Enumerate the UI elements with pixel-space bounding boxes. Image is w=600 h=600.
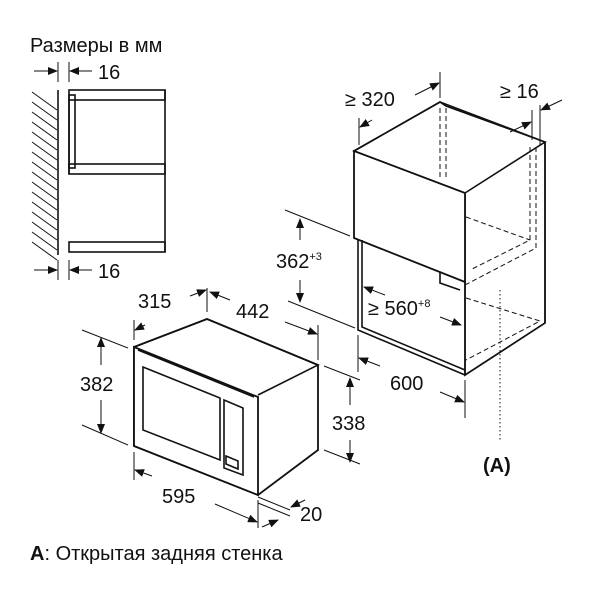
display xyxy=(225,454,239,471)
hatch-line xyxy=(31,221,58,241)
gap-bottom-label: 16 xyxy=(98,261,120,283)
diagram-title: Размеры в мм xyxy=(30,35,162,57)
body-height-label: 338 xyxy=(332,413,365,435)
hatch-line xyxy=(31,131,58,151)
niche-height-label: 362+3 xyxy=(276,251,322,273)
microwave: 315 442 382 338 595 20 xyxy=(80,288,365,528)
hatch-line xyxy=(31,141,58,161)
microwave-front xyxy=(133,345,259,497)
depth-label: 315 xyxy=(138,291,171,313)
depth-total-label: 442 xyxy=(236,301,269,323)
width-label: 595 xyxy=(162,486,195,508)
niche-width-label: ≥ 560+8 xyxy=(368,298,430,320)
hatch-line xyxy=(31,101,58,121)
wall-hatch xyxy=(31,90,59,261)
dimension-bottom: 16 xyxy=(34,260,120,283)
hatch-line xyxy=(31,231,58,251)
open-back-marker: (A) xyxy=(483,455,511,477)
hatch-line xyxy=(31,121,58,141)
hatch-line xyxy=(31,241,58,261)
cabinet-front-panel xyxy=(353,149,466,284)
hatch-line xyxy=(31,161,58,181)
cabinet-section xyxy=(68,89,166,253)
dimension-top: 16 xyxy=(34,62,120,84)
hatch-line xyxy=(31,111,58,131)
front-thickness-label: 20 xyxy=(300,504,322,526)
legend: A: Открытая задняя стенка xyxy=(30,543,283,565)
hatch-line xyxy=(31,191,58,211)
hatch-line xyxy=(31,151,58,171)
microwave-window xyxy=(142,365,221,462)
height-label: 382 xyxy=(80,374,113,396)
cabinet-width-label: 600 xyxy=(390,373,423,395)
cabinet: ≥ 320 ≥ 16 362+3 ≥ 560+8 600 (A) xyxy=(276,72,563,477)
hatch-line xyxy=(31,171,58,191)
min-depth-label: ≥ 320 xyxy=(345,89,395,111)
min-side-label: ≥ 16 xyxy=(500,81,539,103)
hatch-line xyxy=(31,211,58,231)
hatch-line xyxy=(31,181,58,201)
hatch-line xyxy=(31,91,58,111)
hatch-line xyxy=(31,201,58,221)
control-panel xyxy=(223,398,244,477)
gap-top-label: 16 xyxy=(98,62,120,84)
side-view: 16 16 xyxy=(31,62,166,283)
